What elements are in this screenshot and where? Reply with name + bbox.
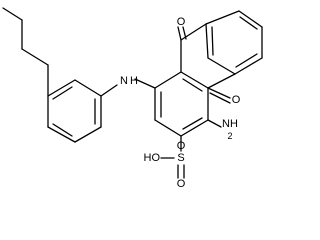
butyl-chain bbox=[2, 7, 49, 97]
sulfonyl-oxygen-bottom-label: O bbox=[177, 178, 186, 190]
hydroxyl-label: HO bbox=[144, 152, 161, 164]
sulfonic-acid-group bbox=[160, 135, 185, 179]
amine-hydrogen-label: H bbox=[130, 75, 138, 87]
ketone-oxygen-top-label: O bbox=[177, 16, 186, 28]
amino-group-bond bbox=[207, 119, 222, 128]
sulfonyl-oxygen-top-label: O bbox=[177, 140, 186, 152]
ketone-oxygen-right-label: O bbox=[232, 94, 241, 106]
amine-link bbox=[100, 78, 156, 97]
amine-nitrogen-label: N bbox=[120, 75, 128, 87]
substituted-ring bbox=[154, 71, 209, 137]
benzo-ring bbox=[205, 10, 263, 75]
sulfonyl-sulfur-label: S bbox=[177, 152, 184, 164]
phenyl-ring bbox=[47, 79, 102, 143]
amino-subscript-label: 2 bbox=[227, 131, 232, 141]
chemical-structure-diagram: O O N H NH 2 S O O HO bbox=[2, 7, 263, 190]
amino-group-label: NH bbox=[222, 118, 238, 130]
quinone-ring bbox=[177, 23, 236, 104]
